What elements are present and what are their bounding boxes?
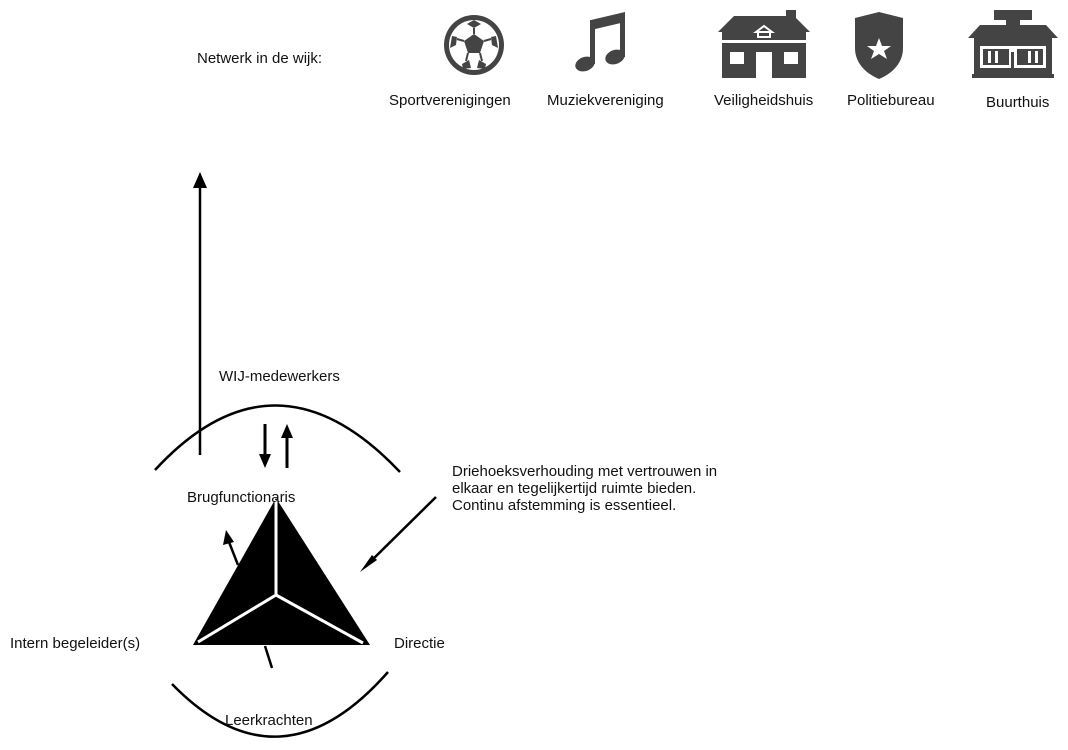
community-center-icon [968,10,1058,78]
up-arrow-head [281,424,293,438]
network-item-label: Politiebureau [847,92,935,109]
bottom-arc-label: Leerkrachten [225,712,313,729]
music-note-icon [575,12,625,72]
triangle [193,498,370,645]
note-arrow-head [360,555,377,572]
note-arrow [367,496,437,565]
triangle-inner-line [197,593,277,644]
police-badge-icon [855,12,903,79]
triangle-tick [263,645,274,669]
bottom-arc [171,671,389,738]
note-line: elkaar en tegelijkertijd ruimte bieden. [452,480,697,497]
triangle-inner-line [275,593,364,645]
upward-arrow-head [193,172,207,188]
network-item-label: Buurthuis [986,94,1050,111]
network-title: Netwerk in de wijk: [197,50,323,67]
right-label: Directie [394,635,445,652]
apex-label: Brugfunctionaris [187,489,296,506]
down-arrow-head [259,454,271,468]
small-arrow-head [223,530,234,545]
network-item-label: Muziekvereniging [547,92,664,109]
network-item-label: Veiligheidshuis [714,92,814,109]
left-label: Intern begeleider(s) [10,635,141,652]
note-line: Continu afstemming is essentieel. [452,497,677,514]
house-icon [718,10,810,78]
small-arrow [227,541,240,566]
top-arc [154,404,401,473]
note-line: Driehoeksverhouding met vertrouwen in [452,463,718,480]
network-item-label: Sportverenigingen [389,92,511,109]
soccer-ball-icon [444,15,504,75]
note-text: Driehoeksverhouding met vertrouwen in el… [452,463,717,514]
top-arc-label: WIJ-medewerkers [219,368,340,385]
